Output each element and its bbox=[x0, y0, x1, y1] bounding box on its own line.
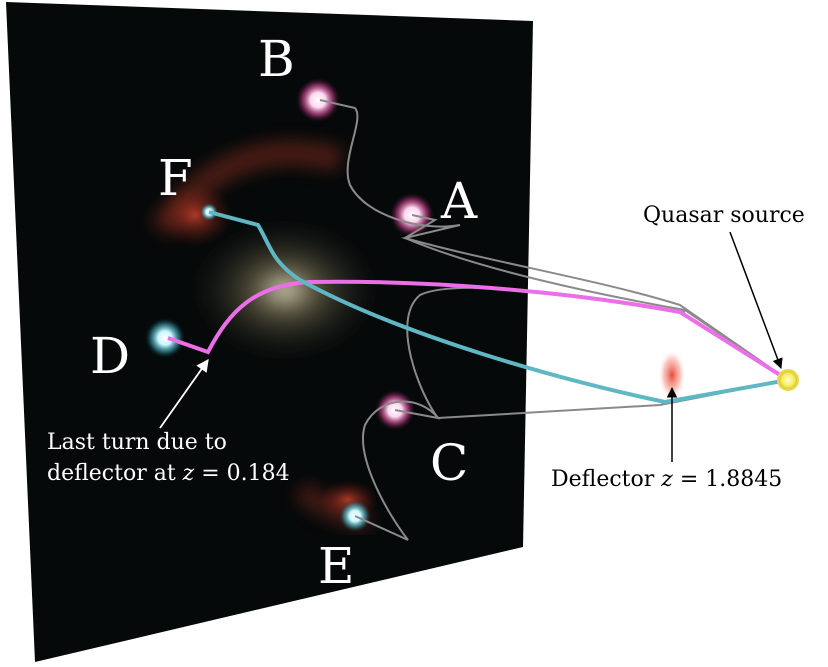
last-turn-arrow bbox=[159, 358, 209, 429]
quasar-image-d bbox=[145, 318, 185, 358]
light-path-e bbox=[354, 379, 789, 541]
image-label-a: A bbox=[440, 172, 478, 230]
light-path-f-cyan bbox=[208, 210, 789, 405]
last-turn-label-line2: deflector at z = 0.184 bbox=[47, 461, 290, 486]
lens-galaxy-glow bbox=[190, 220, 380, 360]
image-label-d: D bbox=[90, 327, 130, 385]
light-path-b bbox=[319, 99, 789, 381]
deflector-label: Deflector z = 1.8845 bbox=[551, 467, 782, 492]
last-turn-label-line1: Last turn due to bbox=[47, 430, 227, 455]
image-label-c: C bbox=[430, 434, 468, 492]
image-plane: B F A D C E bbox=[6, 2, 533, 662]
deflector-blob bbox=[658, 349, 686, 401]
quasar-source-dot bbox=[777, 369, 799, 391]
quasar-arrow bbox=[729, 231, 783, 369]
quasar-source-label: Quasar source bbox=[643, 203, 805, 228]
image-label-e: E bbox=[318, 537, 355, 595]
image-label-f: F bbox=[158, 149, 193, 207]
quasar-image-b bbox=[296, 78, 340, 122]
light-path-a bbox=[402, 214, 789, 381]
light-path-d-magenta bbox=[167, 279, 790, 382]
image-f-red-glow bbox=[157, 183, 233, 247]
image-label-b: B bbox=[258, 30, 295, 88]
